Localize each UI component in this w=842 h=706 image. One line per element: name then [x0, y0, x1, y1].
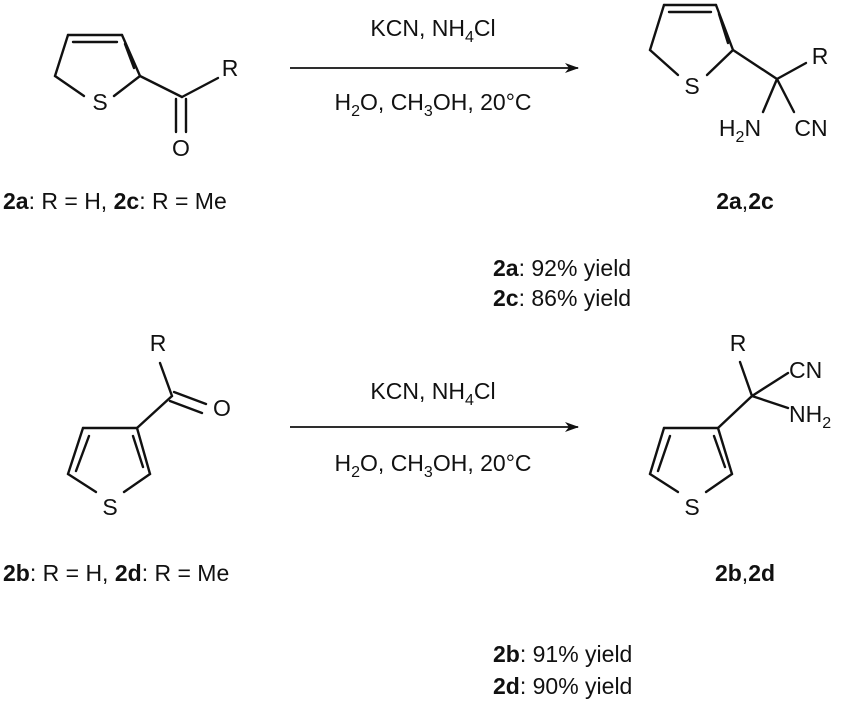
- r-group: R: [812, 43, 829, 69]
- thiophene-ring-bonds: [66, 426, 152, 494]
- alpha-carbon-bonds: [731, 48, 808, 114]
- thiophene-ring-bonds: [53, 33, 142, 98]
- product-label: 2a,2c: [716, 188, 774, 214]
- reagents-bottom: H2O, CH3OH, 20°C: [335, 89, 532, 120]
- alpha-carbon-bonds: [716, 360, 790, 430]
- yield-line-1: 2b: 91% yield: [493, 641, 632, 667]
- reagents-bottom: H2O, CH3OH, 20°C: [335, 450, 532, 481]
- yield-line-1: 2a: 92% yield: [493, 255, 631, 281]
- reactant-3-acylthiophene: S R O: [66, 330, 231, 520]
- thiophene-ring-bonds: [648, 426, 734, 494]
- amino-group: H2N: [719, 115, 761, 146]
- amino-group: NH2: [789, 401, 831, 432]
- oxygen-atom: O: [172, 135, 190, 161]
- reagents-top: KCN, NH4Cl: [370, 15, 495, 46]
- nitrile-group: CN: [789, 357, 822, 383]
- sulfur-atom: S: [684, 494, 699, 520]
- r-group: R: [222, 55, 239, 81]
- nitrile-group: CN: [794, 115, 827, 141]
- sulfur-atom: S: [92, 89, 107, 115]
- reactant-2-acylthiophene: S R O: [53, 33, 239, 161]
- reactant-label: 2a: R = H, 2c: R = Me: [3, 188, 227, 214]
- reaction-2: S R O 2b: R = H, 2d: R = Me KCN, NH4Cl H…: [3, 330, 831, 699]
- yield-line-2: 2c: 86% yield: [493, 285, 631, 311]
- product-2-thienyl-aminonitrile: S R H2N CN: [648, 3, 829, 146]
- sulfur-atom: S: [102, 494, 117, 520]
- yield-line-2: 2d: 90% yield: [493, 673, 632, 699]
- carbonyl-bonds: [138, 74, 220, 134]
- r-group: R: [150, 330, 167, 356]
- reactant-label: 2b: R = H, 2d: R = Me: [3, 560, 229, 586]
- reagents-top: KCN, NH4Cl: [370, 378, 495, 409]
- r-group: R: [730, 330, 747, 356]
- product-label: 2b,2d: [715, 560, 775, 586]
- reaction-1: S R O 2a: R = H, 2c: R = Me KCN, NH4Cl H…: [3, 3, 829, 311]
- sulfur-atom: S: [684, 73, 699, 99]
- oxygen-atom: O: [213, 395, 231, 421]
- product-3-thienyl-aminonitrile: S R CN NH2: [648, 330, 831, 520]
- carbonyl-bonds: [135, 361, 208, 430]
- thiophene-ring-bonds: [648, 3, 735, 77]
